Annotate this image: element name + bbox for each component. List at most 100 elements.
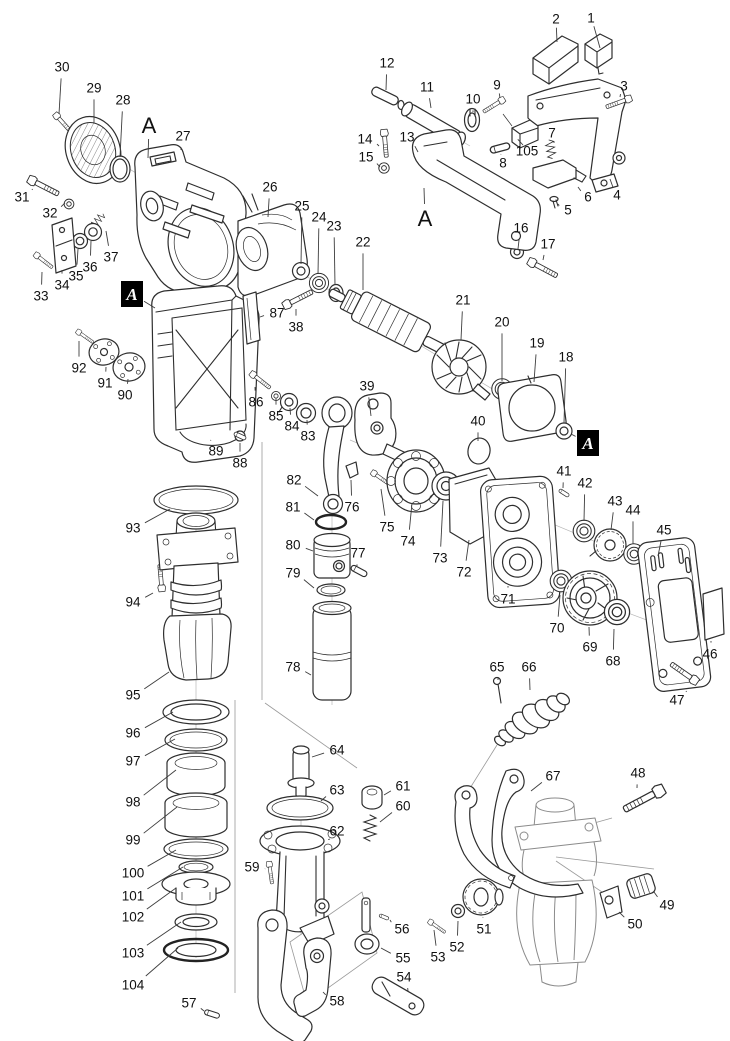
part-label-5: 5 (564, 203, 572, 218)
part-label-20: 20 (494, 315, 509, 330)
leader-line-53 (433, 929, 437, 946)
part-label-99: 99 (125, 833, 140, 848)
barrel (163, 613, 232, 681)
leader-line-104 (145, 947, 179, 977)
leader-line-37 (105, 230, 109, 246)
leader-line-9 (498, 93, 501, 99)
leader-line-43 (610, 512, 614, 531)
leader-line-17 (542, 254, 545, 261)
part-label-65: 65 (489, 660, 504, 675)
part-label-33: 33 (33, 289, 48, 304)
part-label-76: 76 (344, 500, 359, 515)
part-label-3: 3 (620, 79, 628, 94)
leader-line-11 (429, 98, 432, 109)
part-label-17: 17 (540, 237, 555, 252)
part-labels: 1234567891011121314151617181920212223242… (14, 11, 717, 1011)
leader-line-21 (460, 311, 463, 341)
part-label-87: 87 (269, 306, 284, 321)
part-label-89: 89 (208, 444, 223, 459)
leader-line-50 (618, 911, 625, 918)
part-label-42: 42 (577, 476, 592, 491)
leader-line-30 (58, 78, 62, 115)
leader-line-24 (317, 228, 320, 275)
leader-line-5 (557, 203, 560, 206)
part-label-71: 71 (500, 592, 515, 607)
leader-line-98 (143, 769, 177, 796)
part-label-102: 102 (122, 910, 145, 925)
leader-line-72 (465, 539, 470, 561)
part-label-67: 67 (545, 769, 560, 784)
leader-line-52 (457, 920, 459, 936)
leader-line-4 (609, 178, 614, 188)
tool-holder-assembly (203, 745, 656, 1041)
leader-line-2 (555, 27, 558, 43)
part-label-16: 16 (513, 221, 528, 236)
leader-line-97 (144, 738, 176, 757)
part-label-35: 35 (68, 269, 83, 284)
part-label-43: 43 (607, 494, 622, 509)
part-label-93: 93 (125, 521, 140, 536)
leader-line-76 (350, 479, 352, 496)
leader-line-87 (259, 315, 265, 318)
leader-line-84 (289, 407, 291, 415)
part-label-82: 82 (286, 473, 301, 488)
part-label-32: 32 (42, 206, 57, 221)
part-label-27: 27 (175, 129, 190, 144)
leader-line-81 (304, 512, 315, 521)
main-handle-assembly (371, 86, 541, 251)
part-label-69: 69 (582, 640, 597, 655)
leader-line-39 (368, 397, 372, 417)
leader-line-42 (583, 494, 586, 522)
part-label-57: 57 (181, 996, 196, 1011)
handle-frame-assembly (463, 78, 634, 281)
leader-line-61 (383, 790, 392, 796)
leader-line-79 (303, 579, 315, 589)
stopper-pin (287, 745, 315, 799)
baffle-plate (497, 374, 567, 442)
leader-line-80 (305, 547, 314, 552)
part-label-9: 9 (493, 78, 501, 93)
part-label-28: 28 (115, 93, 130, 108)
leader-line-13 (414, 145, 419, 153)
leader-line-26 (267, 198, 270, 218)
part-label-39: 39 (359, 379, 374, 394)
leader-line-63 (320, 796, 327, 802)
leader-line-18 (563, 368, 567, 424)
part-label-68: 68 (605, 654, 620, 669)
leader-line-95 (144, 671, 170, 690)
front-grip-assembly (454, 676, 668, 898)
fan (431, 339, 491, 401)
leader-line-55 (380, 947, 392, 954)
part-label-52: 52 (449, 940, 464, 955)
part-label-6: 6 (584, 190, 592, 205)
part-label-34: 34 (54, 278, 70, 293)
part-label-56: 56 (394, 922, 409, 937)
part-label-45: 45 (656, 523, 671, 538)
lock-knob (462, 878, 504, 916)
gear-train (549, 519, 725, 692)
part-label-85: 85 (268, 409, 283, 424)
leader-line-56 (389, 919, 392, 923)
part-label-40: 40 (470, 414, 485, 429)
part-label-12: 12 (379, 56, 394, 71)
part-label-101: 101 (122, 889, 145, 904)
part-label-48: 48 (630, 766, 645, 781)
part-label-25: 25 (294, 199, 309, 214)
part-label-23: 23 (326, 219, 341, 234)
leader-line-70 (557, 594, 561, 617)
part-label-36: 36 (82, 260, 97, 275)
part-label-77: 77 (350, 546, 365, 561)
leader-line-15 (376, 163, 381, 168)
bellows (493, 692, 571, 747)
piston (313, 532, 351, 579)
part-label-78: 78 (285, 660, 300, 675)
part-label-60: 60 (395, 799, 410, 814)
part-label-73: 73 (432, 551, 447, 566)
leader-line-103 (146, 921, 182, 946)
part-label-2: 2 (552, 12, 560, 27)
crank-assembly (345, 392, 571, 609)
leader-line-75 (380, 488, 386, 516)
leader-lines (31, 26, 712, 1012)
leader-line-94 (144, 592, 154, 598)
